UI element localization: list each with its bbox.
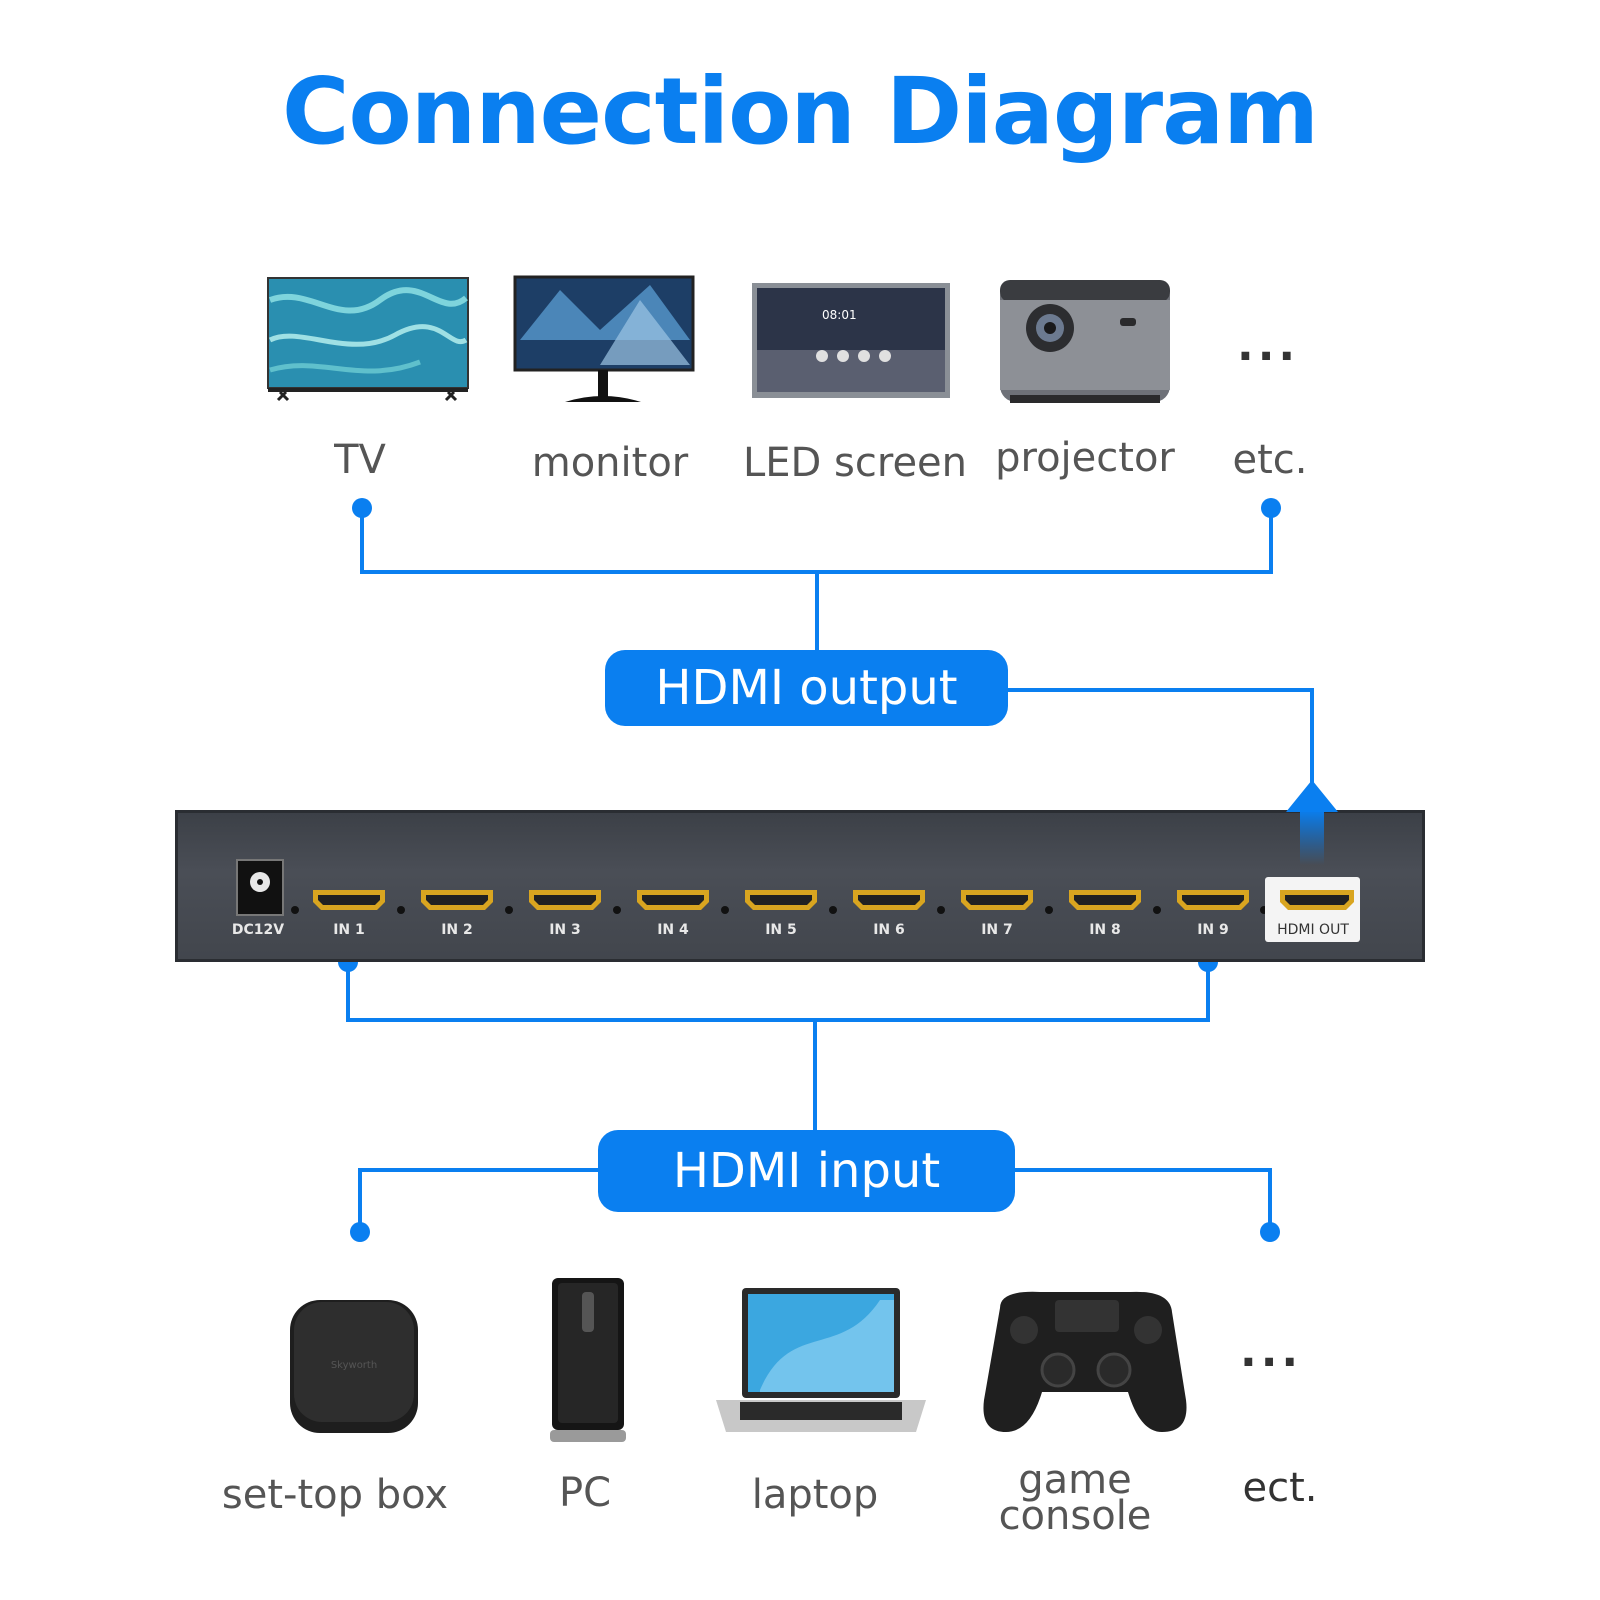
- hdmi-output-pill: HDMI output: [605, 650, 1008, 726]
- set-top-box-brand: Skyworth: [331, 1360, 377, 1371]
- hdmi-port-in-3: [529, 890, 601, 910]
- projector-label: projector: [995, 435, 1175, 481]
- connector-dot: [1260, 1222, 1280, 1242]
- port-label-in-3: IN 3: [549, 922, 581, 938]
- set-top-box-label: set-top box: [221, 1472, 449, 1518]
- tv-label: TV: [334, 437, 386, 483]
- monitor-icon: [513, 275, 695, 402]
- hdmi-port-in-8: [1069, 890, 1141, 910]
- projector-icon: [1000, 280, 1170, 403]
- led-screen-label: LED screen: [742, 440, 968, 486]
- hdmi-port-out: [1280, 890, 1354, 910]
- power-jack-icon: [236, 859, 284, 916]
- game-console-label-line2: console: [998, 1493, 1152, 1539]
- input-right-line: [1015, 1168, 1272, 1232]
- hdmi-input-pill: HDMI input: [598, 1130, 1015, 1212]
- port-label-in-9: IN 9: [1197, 922, 1229, 938]
- laptop-label: laptop: [751, 1472, 879, 1518]
- led-screen-icon: 08:01: [752, 283, 950, 398]
- pc-icon: [550, 1278, 626, 1442]
- port-label-in-2: IN 2: [441, 922, 473, 938]
- up-arrow-icon: [1286, 780, 1338, 865]
- port-label-in-7: IN 7: [981, 922, 1013, 938]
- ect-label: ect.: [1242, 1465, 1318, 1511]
- game-console-label-line1: game: [1018, 1457, 1132, 1503]
- hdmi-port-in-6: [853, 890, 925, 910]
- hdmi-port-in-2: [421, 890, 493, 910]
- hdmi-out-feed-line: [1008, 688, 1314, 790]
- pc-label: PC: [558, 1470, 612, 1516]
- port-label-in-5: IN 5: [765, 922, 797, 938]
- power-label: DC12V: [231, 922, 285, 938]
- port-label-in-4: IN 4: [657, 922, 689, 938]
- port-label-in-1: IN 1: [333, 922, 365, 938]
- port-label-hdmi-out: HDMI OUT: [1277, 922, 1349, 938]
- output-ellipsis-icon: ...: [1237, 320, 1300, 371]
- hdmi-port-in-9: [1177, 890, 1249, 910]
- port-label-in-6: IN 6: [873, 922, 905, 938]
- tv-icon: [267, 277, 469, 402]
- connector-dot: [1261, 498, 1281, 518]
- game-console-label: game console: [975, 1457, 1175, 1539]
- input-ellipsis-icon: ...: [1240, 1326, 1303, 1377]
- hdmi-switch-panel: [175, 810, 1425, 962]
- port-label-in-8: IN 8: [1089, 922, 1121, 938]
- hdmi-port-in-5: [745, 890, 817, 910]
- led-screen-time: 08:01: [822, 308, 857, 322]
- page-title: Connection Diagram: [281, 58, 1319, 165]
- connector-dot: [352, 498, 372, 518]
- hdmi-port-in-4: [637, 890, 709, 910]
- set-top-box-icon: Skyworth: [290, 1300, 418, 1433]
- hdmi-port-in-7: [961, 890, 1033, 910]
- monitor-label: monitor: [531, 440, 689, 486]
- game-console-icon: [983, 1291, 1187, 1432]
- input-bracket-line: [346, 962, 1210, 1022]
- hdmi-port-in-1: [313, 890, 385, 910]
- input-left-line: [358, 1168, 598, 1232]
- etc-label: etc.: [1232, 437, 1308, 483]
- laptop-icon: [716, 1288, 926, 1432]
- connector-dot: [350, 1222, 370, 1242]
